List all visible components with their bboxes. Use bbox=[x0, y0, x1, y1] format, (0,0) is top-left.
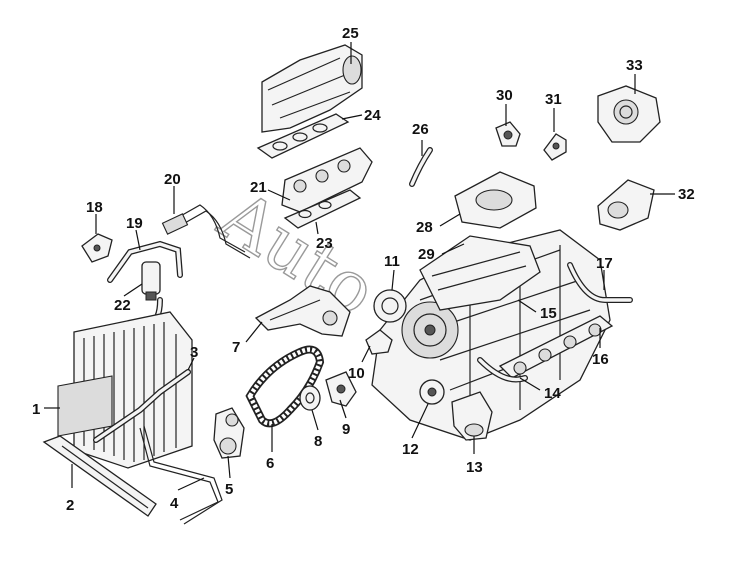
bracket-31[interactable] bbox=[543, 133, 567, 161]
label-10: 10 bbox=[348, 365, 365, 382]
label-2: 2 bbox=[66, 497, 74, 514]
fuel-line-17[interactable] bbox=[567, 262, 633, 303]
water-pump-housing[interactable] bbox=[451, 391, 493, 441]
label-14: 14 bbox=[544, 385, 561, 402]
label-22: 22 bbox=[114, 297, 131, 314]
idler-pulley[interactable] bbox=[299, 385, 321, 411]
label-17: 17 bbox=[596, 255, 613, 272]
label-13: 13 bbox=[466, 459, 483, 476]
label-8: 8 bbox=[314, 433, 322, 450]
label-29: 29 bbox=[418, 246, 435, 263]
sensor-30[interactable] bbox=[495, 121, 521, 147]
label-11: 11 bbox=[384, 253, 400, 270]
label-32: 32 bbox=[678, 186, 695, 203]
label-5: 5 bbox=[225, 481, 233, 498]
belt-tensioner[interactable] bbox=[213, 407, 245, 459]
label-1: 1 bbox=[32, 401, 40, 418]
vacuum-line[interactable] bbox=[161, 204, 251, 259]
exhaust-crossover[interactable] bbox=[254, 285, 351, 337]
label-3: 3 bbox=[190, 344, 198, 361]
supercharger[interactable] bbox=[419, 235, 541, 311]
thermostat-housing[interactable] bbox=[419, 379, 445, 405]
lower-intake-manifold[interactable] bbox=[281, 147, 373, 213]
throttle-body[interactable] bbox=[597, 85, 661, 143]
bracket-10[interactable] bbox=[365, 329, 393, 355]
label-4: 4 bbox=[170, 495, 179, 512]
label-16: 16 bbox=[592, 351, 609, 368]
radiator[interactable] bbox=[57, 311, 193, 469]
label-18: 18 bbox=[86, 199, 103, 216]
supercharger-outlet[interactable] bbox=[454, 171, 537, 229]
label-9: 9 bbox=[342, 421, 350, 438]
supercharger-pulley[interactable] bbox=[373, 289, 407, 323]
label-7: 7 bbox=[232, 339, 240, 356]
bracket-18[interactable] bbox=[81, 233, 113, 263]
fuel-rail[interactable] bbox=[498, 315, 614, 379]
label-26: 26 bbox=[412, 121, 429, 138]
label-19: 19 bbox=[126, 215, 143, 232]
hose-3[interactable] bbox=[93, 369, 191, 443]
drive-belt[interactable] bbox=[245, 345, 325, 428]
label-23: 23 bbox=[316, 235, 333, 252]
part-labels: 25 24 21 23 26 30 31 33 32 28 29 11 15 1… bbox=[32, 25, 695, 514]
label-20: 20 bbox=[164, 171, 181, 188]
bypass-hose[interactable] bbox=[409, 147, 433, 187]
label-21: 21 bbox=[250, 179, 267, 196]
line-4[interactable] bbox=[139, 425, 223, 525]
label-30: 30 bbox=[496, 87, 513, 104]
hose-19[interactable] bbox=[107, 240, 183, 283]
upper-intake-manifold[interactable] bbox=[261, 44, 363, 133]
label-15: 15 bbox=[540, 305, 557, 322]
auxiliary-cooler[interactable] bbox=[42, 435, 157, 517]
throttle-adapter[interactable] bbox=[597, 179, 655, 231]
label-33: 33 bbox=[626, 57, 643, 74]
label-12: 12 bbox=[402, 441, 419, 458]
label-24: 24 bbox=[364, 107, 381, 124]
upper-manifold-gasket[interactable] bbox=[256, 113, 350, 159]
label-6: 6 bbox=[266, 455, 274, 472]
bracket-9[interactable] bbox=[325, 371, 357, 407]
lower-manifold-gasket[interactable] bbox=[283, 189, 362, 229]
leader-lines bbox=[44, 42, 675, 491]
label-25: 25 bbox=[342, 25, 359, 42]
label-28: 28 bbox=[416, 219, 433, 236]
label-31: 31 bbox=[545, 91, 562, 108]
